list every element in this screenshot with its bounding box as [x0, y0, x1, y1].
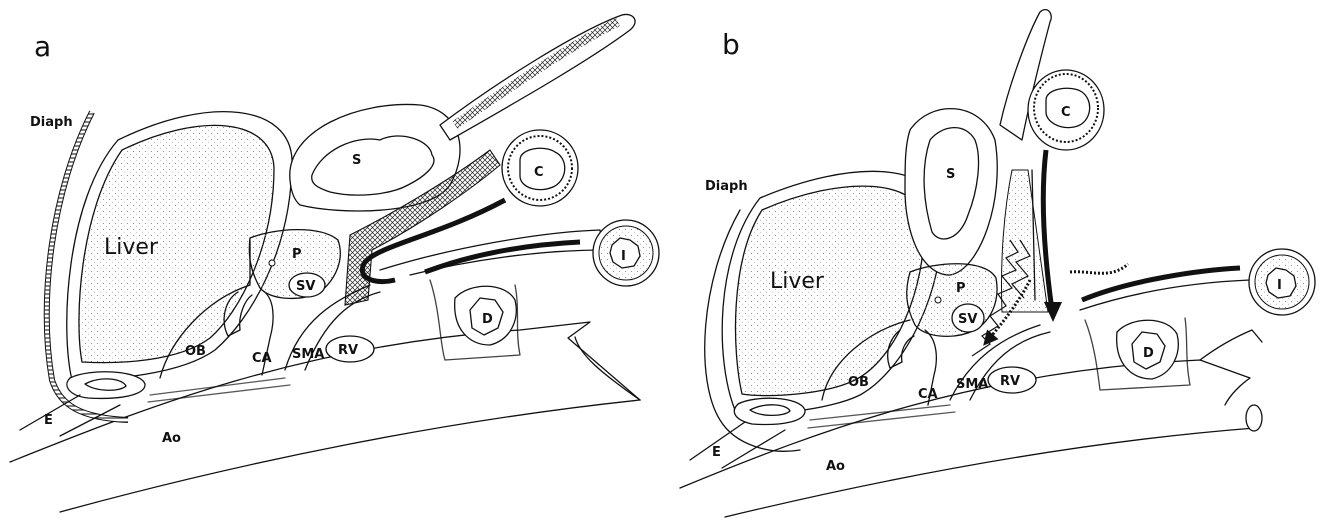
label-esophagus: E [712, 445, 721, 460]
label-splenic-vein: SV [958, 312, 977, 327]
label-esophagus: E [44, 413, 53, 428]
label-pancreas: P [292, 247, 302, 262]
panel-letter: b [722, 28, 740, 61]
label-small-bowel: I [621, 249, 626, 264]
label-pancreas: P [956, 281, 966, 296]
label-stomach: S [946, 167, 955, 182]
esophagus [67, 372, 145, 399]
label-renal-vein: RV [1000, 374, 1020, 389]
liver [735, 186, 924, 396]
label-splenic-vein: SV [296, 279, 315, 294]
label-diaph: Diaph [705, 179, 748, 194]
label-omental-bursa: OB [848, 375, 869, 390]
label-small-bowel: I [1277, 278, 1282, 293]
label-celiac-artery: CA [918, 387, 938, 402]
label-duodenum: D [482, 312, 493, 327]
panel-b: b [680, 10, 1315, 517]
label-colon: C [534, 165, 544, 180]
label-sma: SMA [956, 377, 988, 392]
label-stomach: S [352, 153, 361, 168]
stomach [905, 109, 997, 275]
omentum [440, 14, 635, 140]
label-renal-vein: RV [338, 343, 358, 358]
label-duodenum: D [1143, 346, 1154, 361]
label-aorta: Ao [162, 431, 181, 446]
panel-letter: a [34, 30, 51, 63]
label-sma: SMA [292, 347, 324, 362]
label-liver: Liver [104, 235, 159, 260]
esophagus [734, 398, 805, 424]
label-aorta: Ao [826, 459, 845, 474]
pancreas [907, 264, 997, 337]
panel-a: a [10, 14, 659, 512]
label-diaph: Diaph [30, 115, 73, 130]
label-liver: Liver [770, 269, 825, 294]
label-colon: C [1061, 105, 1071, 120]
label-omental-bursa: OB [185, 344, 206, 359]
label-celiac-artery: CA [252, 351, 272, 366]
